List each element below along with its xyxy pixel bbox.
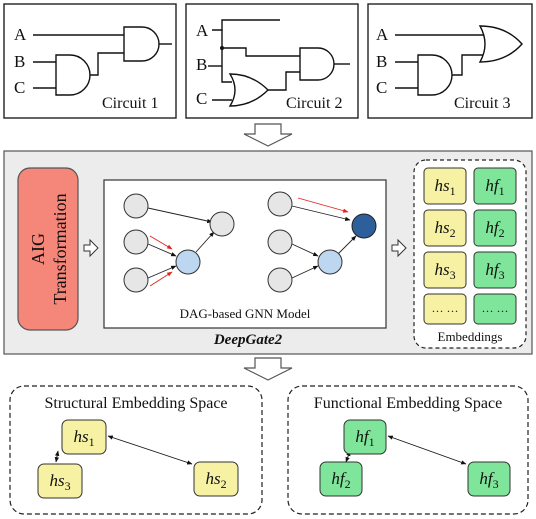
structural-space-title: Structural Embedding Space — [44, 395, 227, 412]
svg-text:hf2: hf2 — [331, 469, 350, 491]
circuit-2-input-c: C — [196, 89, 207, 108]
svg-text:hf1: hf1 — [355, 427, 374, 449]
hs-embedding-cell — [423, 209, 467, 247]
gnn-model-label: DAG-based GNN Model — [180, 306, 311, 321]
hs1-node — [61, 419, 107, 455]
right-arrow-icon — [391, 238, 407, 258]
or-gate-icon — [228, 73, 269, 107]
svg-text:hf3: hf3 — [485, 260, 504, 282]
circuit-2-label: Circuit 2 — [286, 95, 342, 112]
gnn-node — [123, 229, 149, 255]
and-gate-icon — [417, 54, 453, 96]
hf-embedding-cell — [473, 209, 517, 247]
gnn-node — [123, 193, 149, 219]
gnn-node — [267, 229, 293, 255]
svg-text:hs3: hs3 — [49, 471, 70, 493]
embeddings-box: hs1 hf1 hs2 hf2 hs3 hf3 … … … … Embeddin… — [413, 159, 527, 349]
gnn-node-active — [175, 249, 201, 275]
hs3-node — [37, 463, 83, 499]
circuit-1-panel: A B C Circuit 1 — [3, 3, 177, 119]
hf-embedding-cell — [473, 251, 517, 289]
circuit-3-input-a: A — [376, 25, 389, 44]
hf2-node — [319, 461, 363, 497]
down-arrow-icon — [243, 357, 293, 381]
gnn-model-box: DAG-based GNN Model — [103, 179, 387, 329]
down-arrow-icon — [243, 123, 293, 147]
model-name: DeepGate2 — [213, 332, 283, 348]
hf1-node — [343, 419, 387, 455]
and-gate-icon — [55, 54, 91, 96]
hs-embedding-cell — [423, 167, 467, 205]
gnn-node — [267, 267, 293, 293]
gnn-node-active — [317, 249, 343, 275]
aig-label: AIG — [28, 233, 48, 265]
functional-embedding-space: Functional Embedding Space hf1 hf2 hf3 — [287, 385, 529, 515]
gnn-node — [209, 211, 235, 237]
transformation-label: Transformation — [50, 193, 70, 304]
circuit-1-input-a: A — [14, 25, 27, 44]
circuit-2-input-b: B — [196, 55, 207, 74]
embeddings-label: Embeddings — [438, 329, 503, 344]
circuit-1-input-b: B — [14, 52, 25, 71]
aig-transformation-box: AIG Transformation — [17, 167, 79, 331]
circuit-2-input-a: A — [196, 21, 209, 40]
and-gate-icon — [299, 47, 335, 81]
circuit-3-input-b: B — [376, 52, 387, 71]
hs-embedding-cell — [423, 251, 467, 289]
circuit-1-label: Circuit 1 — [102, 95, 158, 112]
circuit-1-input-c: C — [14, 78, 25, 97]
and-gate-icon — [123, 26, 160, 62]
svg-text:hf3: hf3 — [479, 469, 498, 491]
circuit-3-label: Circuit 3 — [454, 95, 510, 112]
svg-text:hs1: hs1 — [73, 427, 94, 449]
gnn-node — [123, 267, 149, 293]
or-gate-icon — [478, 25, 523, 63]
circuit-2-panel: A B C Circuit 2 — [185, 3, 359, 119]
hs2-node — [193, 461, 239, 497]
svg-text:hs2: hs2 — [205, 469, 226, 491]
svg-text:hs3: hs3 — [434, 260, 455, 282]
hs-embedding-cell — [423, 293, 467, 325]
functional-space-title: Functional Embedding Space — [314, 395, 502, 412]
svg-text:hf1: hf1 — [485, 176, 504, 198]
svg-text:hs2: hs2 — [434, 218, 455, 240]
right-arrow-icon — [83, 238, 99, 258]
svg-text:hf2: hf2 — [485, 218, 504, 240]
circuit-3-panel: A B C Circuit 3 — [367, 3, 533, 119]
hf-embedding-cell — [473, 293, 517, 325]
circuit-3-input-c: C — [376, 78, 387, 97]
ellipsis: … … — [482, 301, 509, 315]
gnn-node — [267, 191, 293, 217]
hf3-node — [467, 461, 511, 497]
svg-text:hs1: hs1 — [434, 176, 455, 198]
hf-embedding-cell — [473, 167, 517, 205]
gnn-node-output — [351, 213, 377, 239]
structural-embedding-space: Structural Embedding Space hs1 hs3 hs2 — [9, 385, 263, 515]
ellipsis: … … — [432, 301, 459, 315]
